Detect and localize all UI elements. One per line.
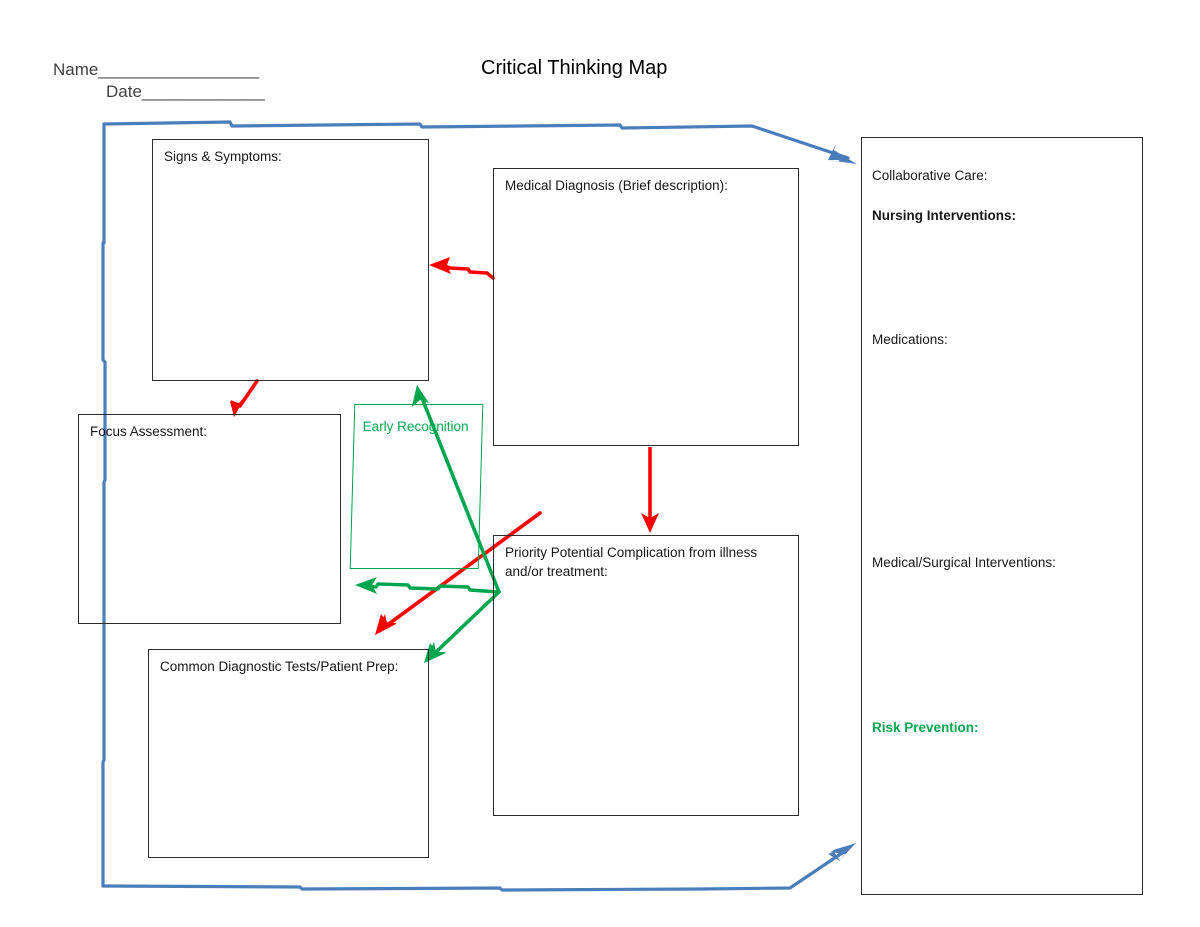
red-arrow-diagnosis-to-signs bbox=[429, 257, 495, 280]
date-field-line[interactable]: Date_____________ bbox=[106, 82, 265, 101]
green-arrow-priority-to-common-tests bbox=[424, 590, 501, 663]
medications-label: Medications: bbox=[872, 332, 948, 347]
red-arrow-signs-to-focus bbox=[230, 379, 259, 417]
name-field-line[interactable]: Name_________________ bbox=[53, 60, 260, 79]
early-recognition-label: Early Recognition bbox=[362, 419, 469, 434]
collaborative-care-label: Collaborative Care: bbox=[872, 168, 988, 183]
medical-diagnosis-label: Medical Diagnosis (Brief description): bbox=[505, 178, 728, 193]
collaborative-care-panel[interactable] bbox=[861, 137, 1143, 895]
risk-prevention-label: Risk Prevention: bbox=[872, 720, 979, 735]
collaborative-care-heading: Collaborative Care: Nursing Intervention… bbox=[872, 146, 1016, 226]
red-arrow-diagnosis-to-priority bbox=[641, 447, 659, 533]
priority-complication-box[interactable]: Priority Potential Complication from ill… bbox=[493, 535, 799, 816]
medical-diagnosis-box[interactable]: Medical Diagnosis (Brief description): bbox=[493, 168, 799, 446]
focus-assessment-box[interactable]: Focus Assessment: bbox=[78, 414, 341, 624]
signs-symptoms-label: Signs & Symptoms: bbox=[164, 149, 282, 164]
green-arrow-priority-to-focus bbox=[355, 577, 501, 594]
common-diagnostic-tests-label: Common Diagnostic Tests/Patient Prep: bbox=[160, 659, 399, 674]
early-recognition-box[interactable]: Early Recognition bbox=[349, 404, 484, 569]
medical-surgical-interventions-label: Medical/Surgical Interventions: bbox=[872, 555, 1056, 570]
page-title: Critical Thinking Map bbox=[481, 57, 668, 79]
common-diagnostic-tests-box[interactable]: Common Diagnostic Tests/Patient Prep: bbox=[148, 649, 429, 858]
priority-complication-label: Priority Potential Complication from ill… bbox=[505, 545, 758, 579]
nursing-interventions-label: Nursing Interventions: bbox=[872, 208, 1017, 223]
signs-symptoms-box[interactable]: Signs & Symptoms: bbox=[152, 139, 429, 381]
focus-assessment-label: Focus Assessment: bbox=[90, 424, 208, 439]
